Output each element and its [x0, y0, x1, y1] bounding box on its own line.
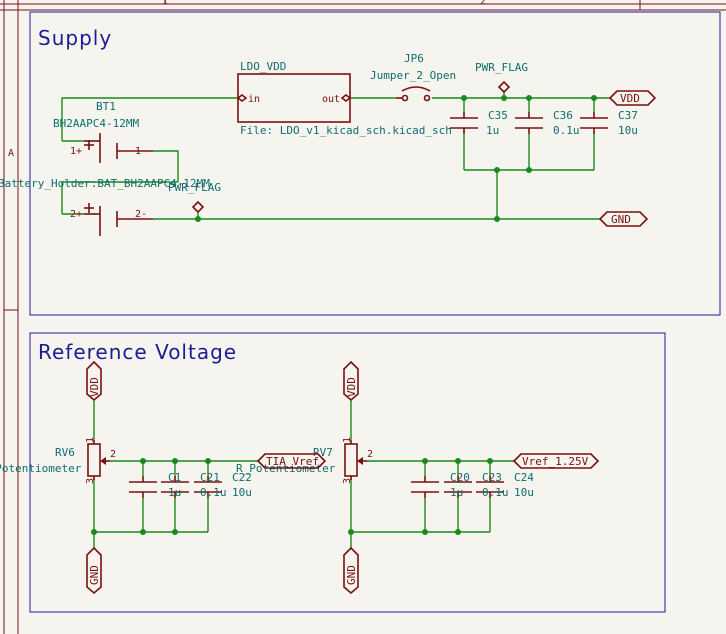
c24-ref: C24 — [514, 471, 534, 484]
capacitor-c22[interactable] — [194, 476, 222, 498]
bt1-pin-2m: 2- — [135, 209, 147, 220]
gnd-port-2[interactable]: GND — [343, 546, 359, 595]
reference-title: Reference Voltage — [38, 340, 237, 364]
c23-val: 0.1u — [482, 486, 509, 499]
vdd-port-1[interactable]: VDD — [86, 360, 102, 402]
rv6-val: R_Potentiometer — [0, 462, 82, 475]
ldo-pin-out: out — [322, 94, 340, 105]
rv6-pin2: 2 — [110, 449, 116, 460]
supply-box — [29, 11, 721, 316]
c24-val: 10u — [514, 486, 534, 499]
rv7-pin3: 3 — [342, 478, 353, 484]
capacitor-c20[interactable] — [411, 476, 439, 498]
c20-ref: C20 — [450, 471, 470, 484]
rv6-pin3: 3 — [85, 478, 96, 484]
frame-col-2: 2 — [480, 0, 486, 7]
capacitor-c37[interactable] — [580, 112, 608, 134]
vdd-net-label: VDD — [620, 92, 640, 105]
c37-val: 10u — [618, 124, 638, 137]
svg-text:GND: GND — [345, 565, 358, 585]
frame-col-1: 1 — [162, 0, 168, 7]
vref-label-box[interactable] — [512, 453, 600, 469]
c22-val: 10u — [232, 486, 252, 499]
c35-ref: C35 — [488, 109, 508, 122]
capacitor-c21[interactable] — [161, 476, 189, 498]
c22-ref: C22 — [232, 471, 252, 484]
vdd-port-2[interactable]: VDD — [343, 360, 359, 402]
jp6-value: Jumper_2_Open — [370, 69, 456, 82]
vdd-net-label-box[interactable] — [608, 90, 657, 106]
gnd-net-label: GND — [611, 213, 631, 226]
potentiometer-rv6[interactable] — [87, 440, 110, 480]
reference-junctions — [91, 458, 493, 535]
c37-ref: C37 — [618, 109, 638, 122]
ldo-in-pin-icon — [236, 94, 248, 102]
c36-ref: C36 — [553, 109, 573, 122]
c20-val: 1u — [450, 486, 463, 499]
jumper-jp6[interactable] — [396, 86, 431, 102]
pwr-flag-2-label: PWR_FLAG — [168, 181, 221, 194]
pwr-flag-1-symbol — [497, 80, 511, 94]
c21-ref: C21 — [200, 471, 220, 484]
jp6-ref: JP6 — [404, 52, 424, 65]
bt1-pin-2p: 2+ — [70, 209, 82, 220]
pwr-flag-2-symbol — [191, 200, 205, 214]
capacitor-c24[interactable] — [476, 476, 504, 498]
ldo-out-pin-icon — [340, 94, 352, 102]
capacitor-c35[interactable] — [450, 112, 478, 134]
bt1-footprint: Battery_Holder:BAT_BH2AAPC4-12MM — [0, 177, 210, 190]
potentiometer-rv7[interactable] — [344, 440, 367, 480]
capacitor-c23[interactable] — [444, 476, 472, 498]
bt1-pin-1m: 1- — [135, 146, 147, 157]
vref-label: Vref_1.25V — [522, 455, 589, 468]
supply-junctions — [195, 95, 597, 222]
tia-vref-label: TIA_Vref — [266, 455, 319, 468]
capacitor-c36[interactable] — [515, 112, 543, 134]
rv7-ref: RV7 — [313, 446, 333, 459]
c1-val: 1u — [168, 486, 181, 499]
ldo-sheet-name: LDO_VDD — [240, 60, 286, 73]
rv7-pin2: 2 — [367, 449, 373, 460]
svg-text:GND: GND — [88, 565, 101, 585]
bt1-ref: BT1 — [96, 100, 116, 113]
bt1-pin-1p: 1+ — [70, 146, 82, 157]
capacitor-c1[interactable] — [129, 476, 157, 498]
c36-val: 0.1u — [553, 124, 580, 137]
gnd-net-label-box[interactable] — [598, 211, 649, 227]
ldo-sheet-file: File: LDO_v1_kicad_sch.kicad_sch — [240, 124, 452, 137]
pwr-flag-1-label: PWR_FLAG — [475, 61, 528, 74]
c35-val: 1u — [486, 124, 499, 137]
gnd-port-1[interactable]: GND — [86, 546, 102, 595]
ldo-pin-in: in — [248, 94, 260, 105]
supply-title: Supply — [38, 26, 112, 50]
rv7-pin1: 1 — [342, 437, 353, 443]
bt1-value: BH2AAPC4-12MM — [53, 117, 139, 130]
c23-ref: C23 — [482, 471, 502, 484]
supply-wires — [61, 92, 610, 220]
c21-val: 0.1u — [200, 486, 227, 499]
svg-text:VDD: VDD — [88, 377, 101, 397]
frame-row-a: A — [8, 148, 14, 159]
battery-bt1[interactable] — [84, 133, 153, 236]
rv6-ref: RV6 — [55, 446, 75, 459]
c1-ref: C1 — [168, 471, 181, 484]
tia-vref-label-box[interactable] — [256, 453, 327, 469]
reference-box — [29, 332, 666, 613]
svg-text:VDD: VDD — [345, 377, 358, 397]
rv6-pin1: 1 — [85, 437, 96, 443]
